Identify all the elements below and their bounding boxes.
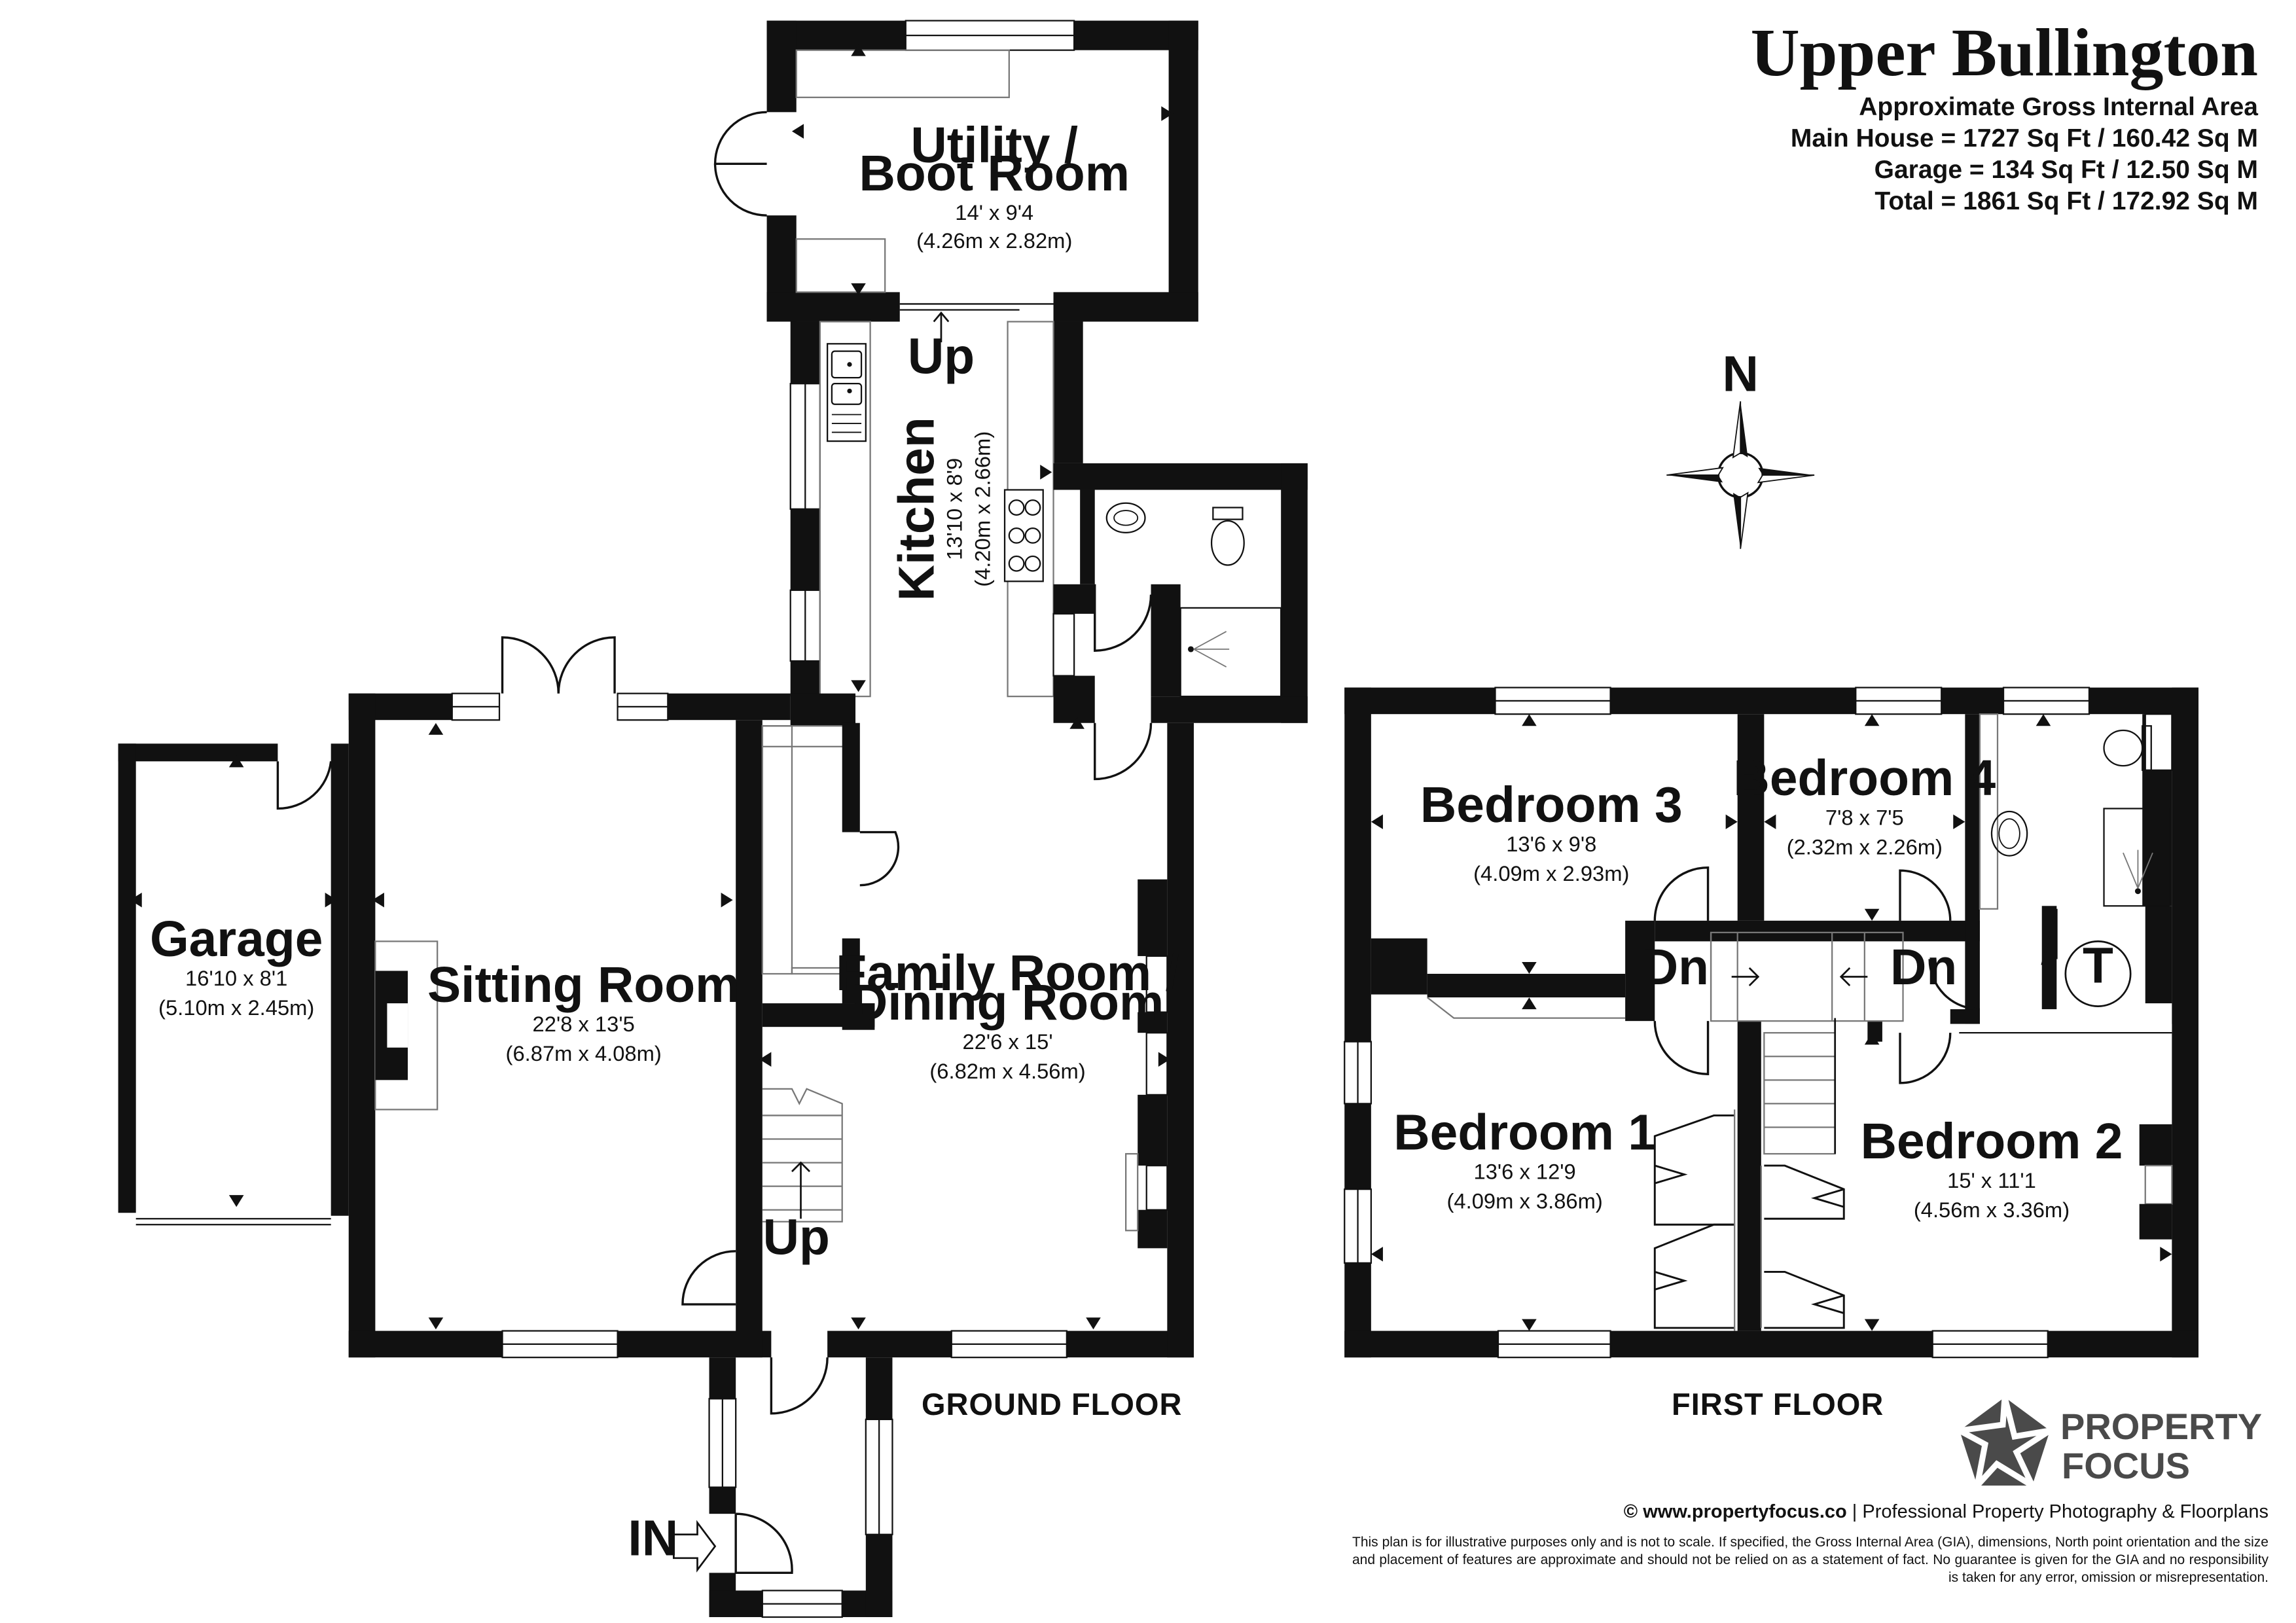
bedroom-1-metric: (4.09m x 3.86m) bbox=[1447, 1188, 1603, 1213]
kitchen-up-label: Up bbox=[908, 329, 975, 384]
header: Upper Bullington Approximate Gross Inter… bbox=[1751, 14, 2258, 217]
footer: © www.propertyfocus.co | Professional Pr… bbox=[1352, 1501, 2269, 1586]
tagline: | Professional Property Photography & Fl… bbox=[1852, 1501, 2269, 1522]
credit-line: © www.propertyfocus.co | Professional Pr… bbox=[1352, 1501, 2269, 1523]
compass-rose-icon: N bbox=[1666, 346, 1815, 549]
family-room-name-line2: Dining Room bbox=[852, 975, 1164, 1031]
kitchen-imperial: 13'10 x 8'9 bbox=[942, 458, 967, 560]
stairs-up-label: Up bbox=[763, 1209, 830, 1265]
ground-floor-plan: Utility / Boot Room 14' x 9'4 (4.26m x 2… bbox=[118, 20, 1308, 1618]
bedroom-4-metric: (2.32m x 2.26m) bbox=[1787, 834, 1943, 859]
shower-room bbox=[1052, 463, 1308, 781]
first-floor-label: FIRST FLOOR bbox=[1672, 1387, 1884, 1421]
website-link[interactable]: © www.propertyfocus.co bbox=[1623, 1501, 1847, 1522]
garage-metric: (5.10m x 2.45m) bbox=[158, 995, 314, 1020]
bedroom-2-metric: (4.56m x 3.36m) bbox=[1914, 1198, 2070, 1222]
bedroom-2-imperial: 15' x 11'1 bbox=[1947, 1168, 2036, 1192]
utility-room-name-line2: Boot Room bbox=[859, 146, 1130, 202]
logo-line-1: PROPERTY bbox=[2060, 1406, 2263, 1447]
kitchen-metric: (4.20m x 2.66m) bbox=[970, 431, 994, 587]
disclaimer-text: This plan is for illustrative purposes o… bbox=[1352, 1535, 2269, 1585]
bedroom-1-name: Bedroom 1 bbox=[1393, 1105, 1656, 1160]
utility-room: Utility / Boot Room 14' x 9'4 (4.26m x 2… bbox=[713, 20, 1198, 322]
area-subtitle: Approximate Gross Internal Area bbox=[1859, 93, 2258, 121]
family-room-metric: (6.82m x 4.56m) bbox=[929, 1059, 1085, 1083]
first-floor-plan: T Dn Dn bbox=[1344, 687, 2199, 1359]
property-title: Upper Bullington bbox=[1750, 15, 2258, 90]
kitchen-name: Kitchen bbox=[889, 417, 945, 601]
main-house-area: Main House = 1727 Sq Ft / 160.42 Sq M bbox=[1790, 124, 2258, 152]
family-room-imperial: 22'6 x 15' bbox=[963, 1029, 1053, 1054]
garage-imperial: 16'10 x 8'1 bbox=[185, 966, 287, 990]
company-logo-text: PROPERTY FOCUS bbox=[2060, 1407, 2262, 1486]
bedroom-2-name: Bedroom 2 bbox=[1861, 1114, 2123, 1169]
landing-down-label-right: Dn bbox=[1890, 940, 1957, 995]
utility-room-metric: (4.26m x 2.82m) bbox=[916, 228, 1072, 253]
bedroom-3-metric: (4.09m x 2.93m) bbox=[1473, 861, 1629, 885]
utility-room-imperial: 14' x 9'4 bbox=[955, 200, 1033, 224]
bedroom-1-imperial: 13'6 x 12'9 bbox=[1474, 1159, 1576, 1183]
bedroom-4-name: Bedroom 4 bbox=[1733, 751, 1996, 806]
entrance-label: IN bbox=[628, 1510, 678, 1566]
bedroom-3-name: Bedroom 3 bbox=[1420, 777, 1683, 833]
family-room-name: Family Room / bbox=[836, 946, 1179, 1001]
hot-water-cylinder-label: T bbox=[2083, 938, 2113, 994]
garage-area: Garage = 134 Sq Ft / 12.50 Sq M bbox=[1874, 156, 2258, 184]
landing-down-label-left: Dn bbox=[1642, 940, 1709, 995]
kitchen: Up Kitchen 13'10 x 8'9 (4.20m x 2.66m) bbox=[789, 311, 1083, 698]
total-area: Total = 1861 Sq Ft / 172.92 Sq M bbox=[1874, 187, 2258, 215]
compass-north-label: N bbox=[1723, 346, 1759, 402]
sitting-room-metric: (6.87m x 4.08m) bbox=[506, 1041, 662, 1065]
garage: Garage 16'10 x 8'1 (5.10m x 2.45m) bbox=[118, 743, 349, 1226]
garage-name: Garage bbox=[150, 912, 323, 967]
logo-line-2: FOCUS bbox=[2062, 1445, 2190, 1486]
sitting-room-imperial: 22'8 x 13'5 bbox=[533, 1012, 635, 1036]
aperture-logo-icon bbox=[1956, 1395, 2054, 1497]
utility-room-name: Utility / bbox=[910, 118, 1078, 173]
sitting-room-name: Sitting Room bbox=[427, 957, 740, 1013]
entrance-porch: IN bbox=[628, 1357, 893, 1618]
ground-floor-label: GROUND FLOOR bbox=[922, 1387, 1183, 1421]
bedroom-4-imperial: 7'8 x 7'5 bbox=[1825, 805, 1904, 829]
main-house-ground-walls: Up Sitting Room 22'8 x 13'5 (6.87m x 4.0… bbox=[348, 636, 1194, 1359]
bedroom-3-imperial: 13'6 x 9'8 bbox=[1506, 832, 1596, 856]
